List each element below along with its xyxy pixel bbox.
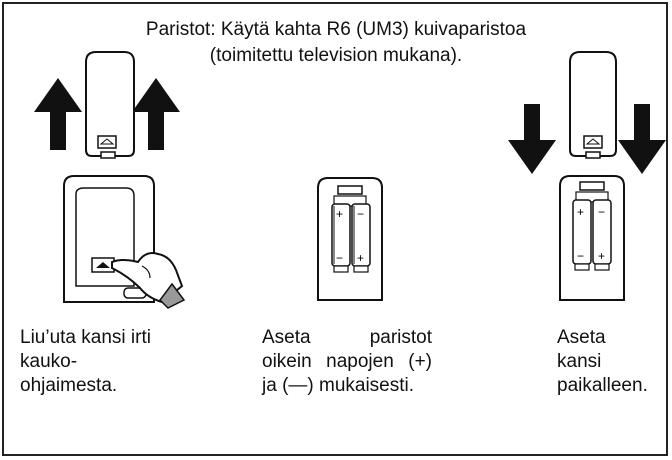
plus-symbol: + [598,249,605,263]
step3-caption-line: Aseta [557,327,606,348]
down-arrow-icon [508,104,556,174]
diagram-frame [2,2,668,456]
step3-caption-line: kansi [557,351,602,372]
up-arrow-icon [34,78,82,150]
battery-cover [85,51,135,159]
step2-caption-line: oikein napojen (+) [262,351,432,372]
plus-symbol: + [336,207,343,221]
step1-caption-line: kauko- [20,351,78,372]
step3-caption-line: paikalleen. [557,375,648,396]
step3-illustration: + − − + [508,51,666,301]
step1-illustration [34,51,186,309]
minus-symbol: − [336,251,343,265]
step1-caption: Liu’uta kansi irti kauko- ohjaimesta. [20,326,220,398]
down-arrow-icon [618,104,666,174]
instruction-title-line-1: Paristot: Käytä kahta R6 (UM3) kuivapari… [145,19,527,40]
plus-symbol: + [357,251,364,265]
step2-caption-line: ja (—) mukaisesti. [262,375,415,396]
step2-illustration: + − − + [317,177,383,301]
battery-cover [569,51,617,159]
minus-symbol: − [577,249,584,263]
hand-icon [111,252,186,309]
plus-symbol: + [577,205,584,219]
minus-symbol: − [598,205,605,219]
step2-caption-line: Aseta paristot [262,327,432,348]
up-arrow-icon [132,78,180,150]
step3-caption: Aseta kansi paikalleen. [557,326,667,398]
instruction-title-line-2: (toimitettu television mukana). [209,45,463,66]
step1-caption-line: Liu’uta kansi irti [20,327,151,348]
minus-symbol: − [357,207,364,221]
step1-caption-line: ohjaimesta. [20,375,118,396]
step2-caption: Aseta paristot oikein napojen (+) ja (—)… [262,326,432,398]
